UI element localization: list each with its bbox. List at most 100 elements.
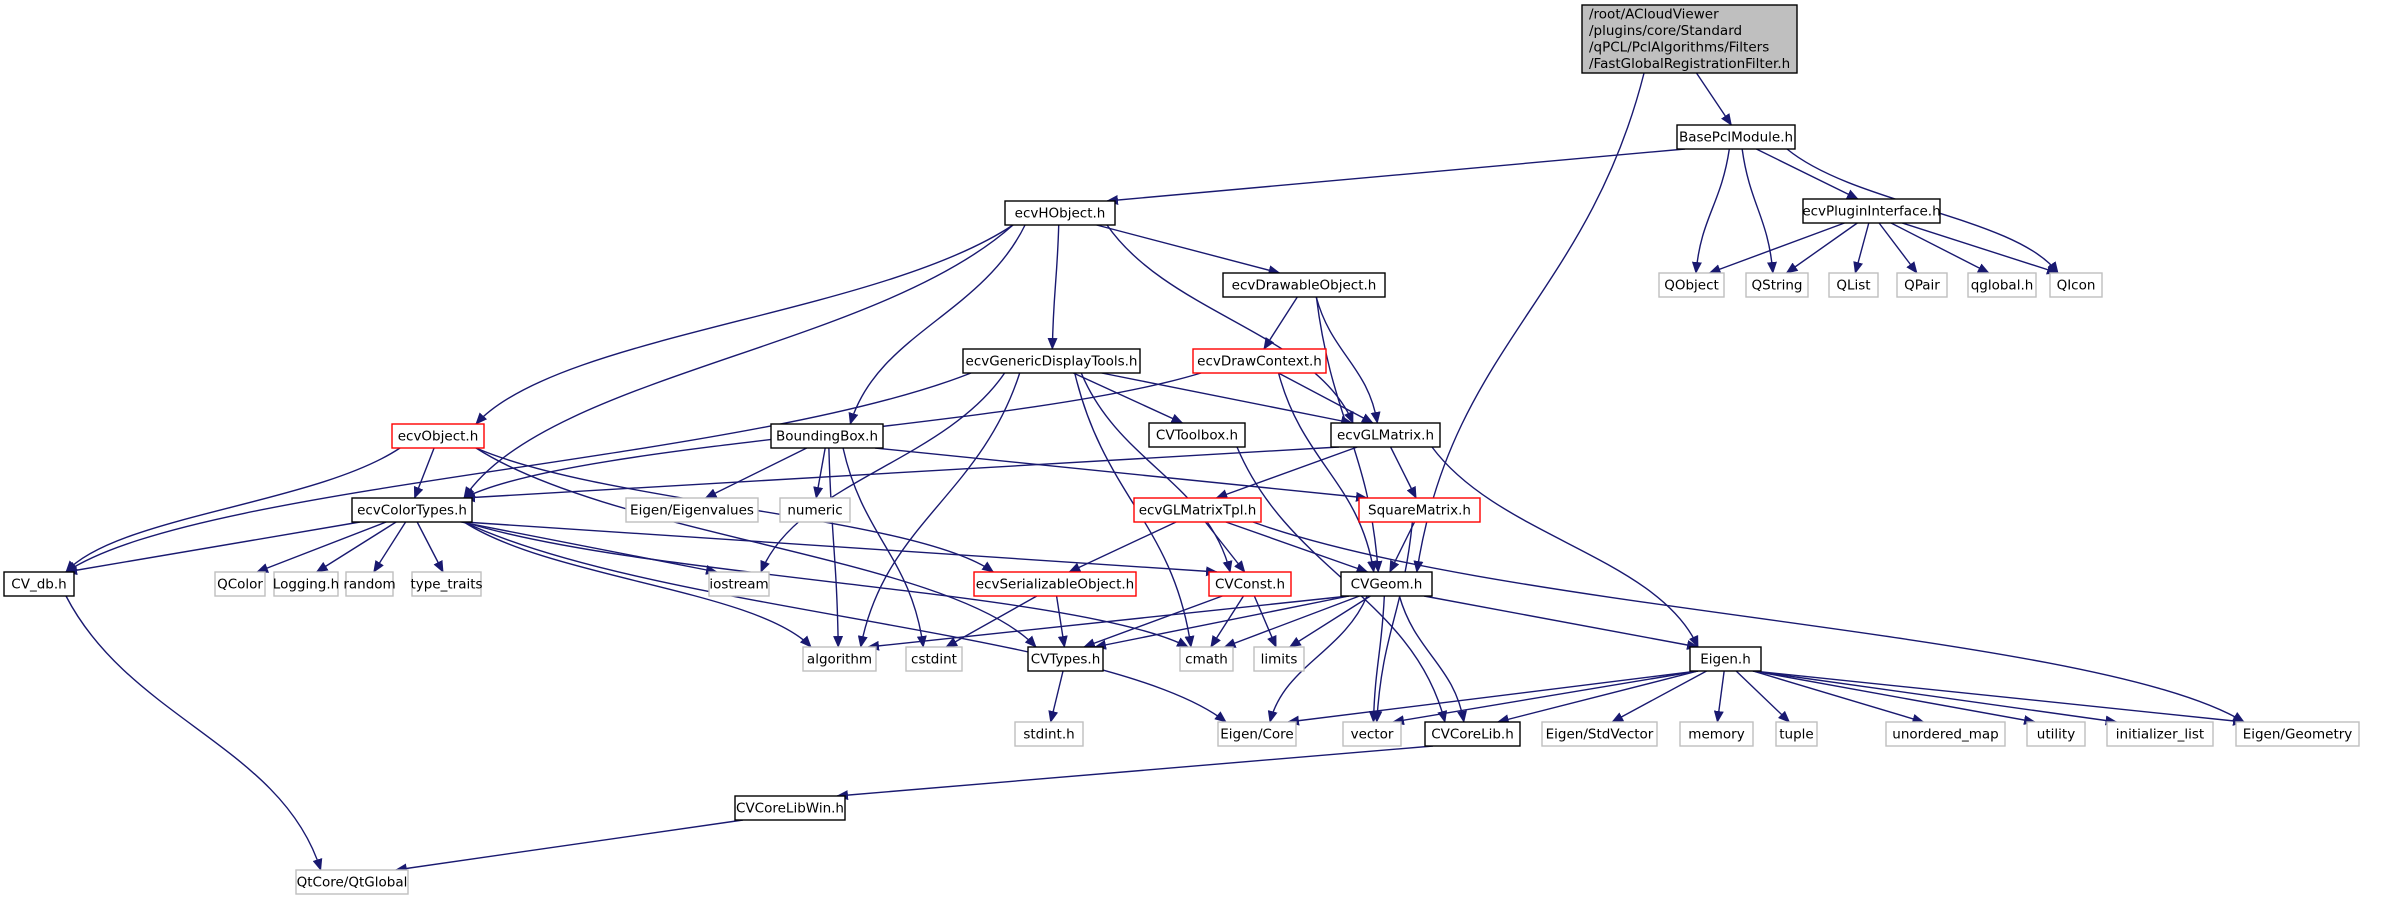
node-ecvColorTypes[interactable]: ecvColorTypes.h xyxy=(351,497,473,523)
node-ecvObject[interactable]: ecvObject.h xyxy=(391,423,485,449)
node-label: vector xyxy=(1351,726,1394,742)
node-ecvPluginInterface[interactable]: ecvPluginInterface.h xyxy=(1802,198,1941,224)
node-label: CVTypes.h xyxy=(1031,651,1101,667)
node-box xyxy=(391,423,485,449)
edge-ecvColorTypes-to-CV_db xyxy=(65,521,361,576)
node-ecvDrawableObject[interactable]: ecvDrawableObject.h xyxy=(1222,272,1386,298)
node-box xyxy=(1208,571,1292,597)
node-box xyxy=(1014,721,1084,747)
edge-BasePclModule-to-QString xyxy=(1741,148,1777,274)
node-QPair: QPair xyxy=(1896,272,1948,298)
node-CVGeom[interactable]: CVGeom.h xyxy=(1340,571,1433,597)
node-CVTypes[interactable]: CVTypes.h xyxy=(1027,646,1104,672)
node-box xyxy=(779,497,851,523)
node-ecvGLMatrixTpl[interactable]: ecvGLMatrixTpl.h xyxy=(1133,497,1262,523)
node-Eigen[interactable]: Eigen.h xyxy=(1689,646,1762,672)
node-label: cstdint xyxy=(911,651,957,667)
node-unordered_map: unordered_map xyxy=(1885,721,2006,747)
edge-ecvGenericDisplayTools-to-algorithm xyxy=(857,372,1021,648)
node-CV_db[interactable]: CV_db.h xyxy=(3,571,75,597)
node-ecvDrawContext[interactable]: ecvDrawContext.h xyxy=(1192,348,1327,374)
node-label: cmath xyxy=(1185,651,1228,667)
node-Logging: Logging.h xyxy=(273,571,339,597)
node-ecvGLMatrix[interactable]: ecvGLMatrix.h xyxy=(1330,422,1441,448)
node-label: Eigen/Eigenvalues xyxy=(630,502,754,518)
node-box xyxy=(1424,721,1521,747)
node-box xyxy=(1745,272,1809,298)
node-label: CVToolbox.h xyxy=(1156,427,1238,443)
node-BoundingBox[interactable]: BoundingBox.h xyxy=(770,423,884,449)
edge-ecvObject-to-CV_db xyxy=(65,447,401,573)
edge-Eigen-to-vector xyxy=(1392,670,1699,726)
node-box xyxy=(1679,721,1754,747)
edge-BasePclModule-to-ecvHObject xyxy=(1106,148,1686,205)
node-label: initializer_list xyxy=(2116,726,2204,742)
node-label: ecvSerializableObject.h xyxy=(976,576,1134,592)
node-random: random xyxy=(343,571,396,597)
node-vector: vector xyxy=(1342,721,1402,747)
edge-ecvDrawableObject-to-ecvGLMatrix xyxy=(1315,296,1381,424)
node-algorithm: algorithm xyxy=(802,646,877,672)
edge-ecvHObject-to-ecvColorTypes xyxy=(463,224,1014,499)
node-ecvGenericDisplayTools[interactable]: ecvGenericDisplayTools.h xyxy=(962,348,1141,374)
node-box xyxy=(1967,272,2037,298)
node-box xyxy=(973,571,1137,597)
edge-CVGeom-to-vector xyxy=(1368,595,1386,723)
node-box xyxy=(273,571,339,597)
node-label: QObject xyxy=(1664,277,1719,293)
edge-ecvGenericDisplayTools-to-CVConst xyxy=(1080,372,1233,573)
edge-BasePclModule-to-QObject xyxy=(1691,148,1731,274)
edge-ecvHObject-to-ecvGLMatrix xyxy=(1106,224,1354,424)
edge-ecvGenericDisplayTools-to-ecvGLMatrix xyxy=(1101,372,1354,426)
edge-ecvGLMatrixTpl-to-CVConst xyxy=(1204,521,1246,573)
node-CVToolbox[interactable]: CVToolbox.h xyxy=(1148,422,1246,448)
node-stdint: stdint.h xyxy=(1014,721,1084,747)
edges-layer xyxy=(65,72,2245,874)
edge-ecvColorTypes-to-iostream xyxy=(460,521,718,575)
node-label: SquareMatrix.h xyxy=(1368,502,1471,518)
node-label: ecvGenericDisplayTools.h xyxy=(966,353,1138,369)
edge-ecvPluginInterface-to-QPair xyxy=(1878,222,1918,274)
node-ecvHObject[interactable]: ecvHObject.h xyxy=(1004,200,1116,226)
node-box xyxy=(1828,272,1879,298)
edge-ecvGLMatrix-to-SquareMatrix xyxy=(1389,446,1417,499)
edge-root-to-BasePclModule xyxy=(1695,72,1732,126)
node-BasePclModule[interactable]: BasePclModule.h xyxy=(1676,124,1796,150)
node-label: CVCoreLibWin.h xyxy=(736,800,844,816)
node-CVCoreLibWin[interactable]: CVCoreLibWin.h xyxy=(734,795,846,821)
node-label: ecvGLMatrix.h xyxy=(1337,427,1434,443)
node-box xyxy=(1330,422,1441,448)
edge-ecvHObject-to-ecvGenericDisplayTools xyxy=(1047,224,1060,350)
node-box xyxy=(770,423,884,449)
edge-ecvGenericDisplayTools-to-CV_db xyxy=(65,372,972,573)
edge-CVConst-to-limits xyxy=(1253,595,1277,648)
edge-ecvHObject-to-ecvObject xyxy=(475,224,1014,425)
node-box xyxy=(1689,646,1762,672)
node-box xyxy=(1222,272,1386,298)
node-root[interactable]: /root/ACloudViewer/plugins/core/Standard… xyxy=(1581,4,1798,74)
node-label: QIcon xyxy=(2057,277,2096,293)
node-box xyxy=(345,571,394,597)
node-CVCoreLib[interactable]: CVCoreLib.h xyxy=(1424,721,1521,747)
node-box xyxy=(1885,721,2006,747)
node-label: BasePclModule.h xyxy=(1679,129,1793,145)
edge-ecvObject-to-CVTypes xyxy=(475,447,1037,648)
edge-ecvColorTypes-to-random xyxy=(373,521,407,573)
node-limits: limits xyxy=(1253,646,1305,672)
node-label: BoundingBox.h xyxy=(776,428,878,444)
edge-BasePclModule-to-ecvPluginInterface xyxy=(1756,148,1859,200)
node-SquareMatrix[interactable]: SquareMatrix.h xyxy=(1358,497,1481,523)
edge-ecvGLMatrix-to-Eigen xyxy=(1431,446,1699,648)
node-label: QString xyxy=(1752,277,1803,293)
node-box xyxy=(1802,198,1941,224)
node-box xyxy=(1148,422,1246,448)
node-label: /root/ACloudViewer xyxy=(1589,7,1719,23)
edge-CVConst-to-CVTypes xyxy=(1083,595,1223,648)
edge-SquareMatrix-to-CVGeom xyxy=(1389,521,1416,573)
edge-BoundingBox-to-algorithm xyxy=(828,447,844,648)
node-CVConst[interactable]: CVConst.h xyxy=(1208,571,1292,597)
node-label: /plugins/core/Standard xyxy=(1589,23,1742,39)
node-label: /qPCL/PclAlgorithms/Filters xyxy=(1589,40,1769,56)
node-ecvSerializableObject[interactable]: ecvSerializableObject.h xyxy=(973,571,1137,597)
edge-ecvDrawContext-to-CVGeom xyxy=(1277,372,1377,573)
